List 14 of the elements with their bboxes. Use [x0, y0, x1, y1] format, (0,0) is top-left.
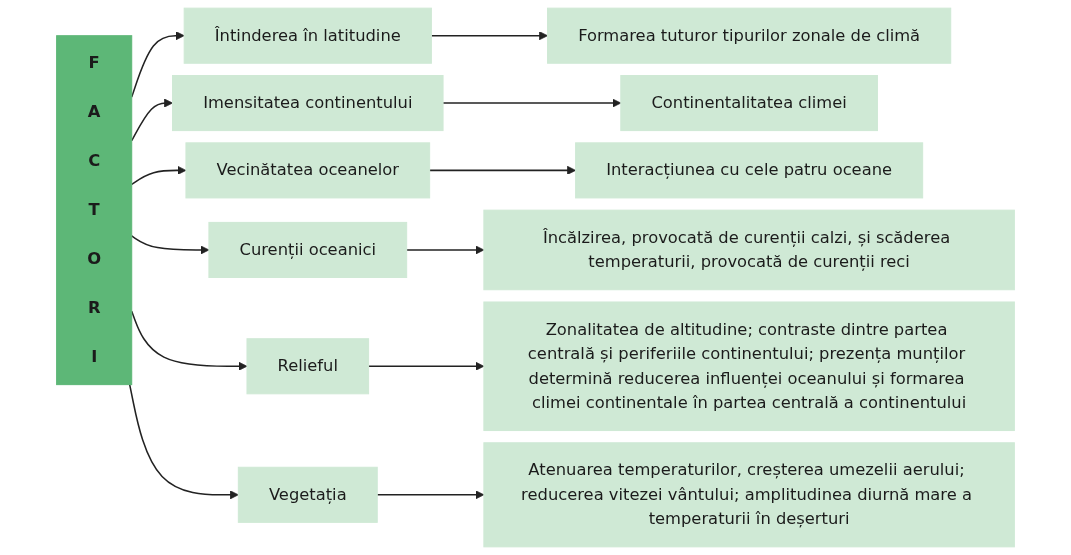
node-box: Curenții oceanici	[208, 221, 408, 278]
node-box: Interacțiunea cu cele patru oceane	[575, 142, 924, 199]
node-box: Vegetația	[237, 466, 378, 523]
node-box: Imensitatea continentului	[172, 75, 444, 132]
node-box: Atenuarea temperaturilor, creșterea umezelii aerului; reducerea vitezei vântului; amplitudinea diurnă mare a temperaturii în deșerturi	[483, 442, 1015, 548]
node-box: FACTORI	[56, 35, 133, 386]
node-box: Zonalitatea de altitudine; contraste dintre partea centrală și periferiile continentului; prezența munților determină reducerea influenței oceanului și formarea climei continentale în partea centrală a continentului	[483, 301, 1015, 432]
arrow	[128, 383, 239, 500]
node-box: Continentalitatea climei	[620, 75, 878, 132]
node-box: Întinderea în latitudine	[183, 7, 432, 64]
node-box: Vecinătatea oceanelor	[185, 142, 431, 199]
node-box: Încălzirea, provocată de curenții calzi, și scăderea temperaturii, provocată de curenții reci	[483, 209, 1015, 291]
node-box: Formarea tuturor tipurilor zonale de climă	[547, 7, 952, 64]
node-box: Relieful	[246, 338, 370, 395]
